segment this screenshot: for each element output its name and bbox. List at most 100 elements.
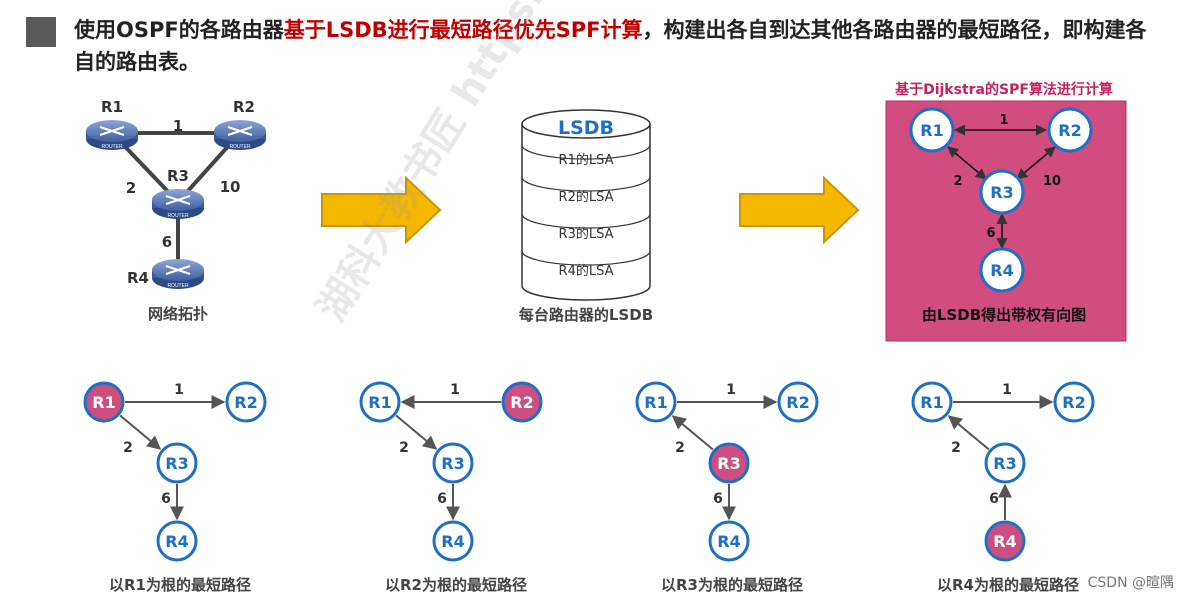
graph-node-label: R1 <box>920 121 943 140</box>
tree-edge-cost: 6 <box>989 491 999 507</box>
graph-node-r3 <box>979 169 1025 215</box>
lsdb-row: R4的LSA <box>559 263 614 279</box>
topology-cost-r3-r4: 6 <box>162 233 172 251</box>
title-bullet <box>26 17 56 47</box>
panel-title: 基于Dijkstra的SPF算法进行计算 <box>895 81 1113 98</box>
tree-edge-cost: 1 <box>174 382 184 398</box>
tree-node-label: R3 <box>717 454 740 473</box>
tree-caption: 以R4为根的最短路径 <box>937 576 1079 594</box>
svg-text:ROUTER: ROUTER <box>167 283 189 289</box>
tree-caption: 以R1为根的最短路径 <box>109 576 251 594</box>
panel-caption: 由LSDB得出带权有向图 <box>922 306 1086 324</box>
tree-root-node <box>708 442 750 484</box>
topology-caption: 网络拓扑 <box>148 305 208 323</box>
topology-cost-r2-r3: 10 <box>220 178 241 196</box>
graph-node-label: R3 <box>990 183 1013 202</box>
tree-node <box>156 520 198 562</box>
graph-node-label: R4 <box>990 261 1013 280</box>
title-highlight: 基于LSDB进行最短路径优先SPF计算 <box>283 18 643 42</box>
graph-node-label: R2 <box>1058 121 1081 140</box>
right-arrow-icon <box>739 175 860 245</box>
svg-text:ROUTER: ROUTER <box>229 144 251 150</box>
topology-label-r1: R1 <box>101 98 123 116</box>
edge-cost-r2-r3: 10 <box>1043 174 1061 189</box>
tree-node-label: R4 <box>717 532 740 551</box>
tree-node-label: R1 <box>92 393 115 412</box>
router-icon-r2: ROUTER <box>214 120 266 150</box>
tree-edge-cost: 6 <box>161 491 171 507</box>
tree-node-label: R2 <box>1062 393 1085 412</box>
tree-node-label: R3 <box>441 454 464 473</box>
tree-node-label: R3 <box>993 454 1016 473</box>
tree-edge-cost: 1 <box>450 382 460 398</box>
edge-cost-r1-r2: 1 <box>999 113 1008 128</box>
tree-edge <box>119 414 162 450</box>
graph-node-r1 <box>909 107 955 153</box>
edge-cost-r3-r4: 6 <box>986 226 995 241</box>
tree-node <box>635 381 677 423</box>
tree-edge-cost: 6 <box>713 491 723 507</box>
lsdb-caption: 每台路由器的LSDB <box>519 306 653 324</box>
tree-node <box>225 381 267 423</box>
svg-text:ROUTER: ROUTER <box>101 144 123 150</box>
tree-caption: 以R2为根的最短路径 <box>385 576 527 594</box>
csdn-credit: CSDN @暄隅 <box>1087 575 1174 591</box>
lsdb-row: R1的LSA <box>559 152 614 168</box>
right-arrow-icon <box>321 175 442 245</box>
tree-edge <box>395 414 438 450</box>
tree-edge-cost: 2 <box>399 440 409 456</box>
router-icon-r3: ROUTER <box>152 189 204 219</box>
edge-r2-r3 <box>1016 146 1056 180</box>
tree-node <box>911 381 953 423</box>
tree-node-label: R1 <box>644 393 667 412</box>
tree-edge <box>671 415 714 451</box>
weighted-digraph-panel: 基于Dijkstra的SPF算法进行计算 1 2 10 6 R1 R2 R3 R… <box>885 81 1127 342</box>
tree-node-label: R4 <box>441 532 464 551</box>
edge-r1-r3 <box>947 146 987 180</box>
lsdb-database: LSDB R1的LSA R2的LSA R3的LSA R4的LSA 每台路由器的L… <box>519 109 653 324</box>
lsdb-row: R3的LSA <box>559 226 614 242</box>
router-icon-r1: ROUTER <box>86 120 138 150</box>
tree-edge-cost: 1 <box>726 382 736 398</box>
tree-node <box>432 442 474 484</box>
title-suffix: ，构建出各自到达其他各路由器的最短路径，即构建各自的路由表。 <box>74 18 1147 74</box>
topology-label-r3: R3 <box>167 167 189 185</box>
svg-text:ROUTER: ROUTER <box>167 213 189 219</box>
network-topology: ROUTER ROUTER ROUTER ROUTER R1 R2 R3 R4 … <box>86 98 266 323</box>
tree-root-node <box>501 381 543 423</box>
tree-root-node <box>984 520 1026 562</box>
topology-label-r2: R2 <box>233 98 255 116</box>
tree-edge-cost: 1 <box>1002 382 1012 398</box>
tree-root-node <box>83 381 125 423</box>
topology-cost-r1-r2: 1 <box>173 117 183 135</box>
topology-label-r4: R4 <box>127 269 149 287</box>
tree-node-label: R4 <box>993 532 1016 551</box>
title-prefix: 使用OSPF的各路由器 <box>74 18 284 42</box>
tree-node-label: R1 <box>920 393 943 412</box>
tree-edge-cost: 6 <box>437 491 447 507</box>
lsdb-row: R2的LSA <box>559 189 614 205</box>
tree-node <box>708 520 750 562</box>
page-title: 使用OSPF的各路由器基于LSDB进行最短路径优先SPF计算，构建出各自到达其他… <box>74 14 1164 78</box>
tree-node-label: R1 <box>368 393 391 412</box>
tree-edge-cost: 2 <box>123 440 133 456</box>
tree-caption: 以R3为根的最短路径 <box>661 576 803 594</box>
tree-node-label: R4 <box>165 532 188 551</box>
tree-node <box>432 520 474 562</box>
edge-cost-r1-r3: 2 <box>953 174 962 189</box>
tree-node-label: R2 <box>510 393 533 412</box>
tree-node-label: R2 <box>786 393 809 412</box>
tree-edge <box>947 415 990 451</box>
tree-node <box>156 442 198 484</box>
tree-node <box>777 381 819 423</box>
tree-node <box>359 381 401 423</box>
router-icon-r4: ROUTER <box>152 259 204 289</box>
tree-node-label: R3 <box>165 454 188 473</box>
graph-node-r2 <box>1047 107 1093 153</box>
graph-node-r4 <box>979 247 1025 293</box>
tree-node <box>1053 381 1095 423</box>
tree-edge-cost: 2 <box>675 440 685 456</box>
topology-cost-r1-r3: 2 <box>126 179 136 197</box>
